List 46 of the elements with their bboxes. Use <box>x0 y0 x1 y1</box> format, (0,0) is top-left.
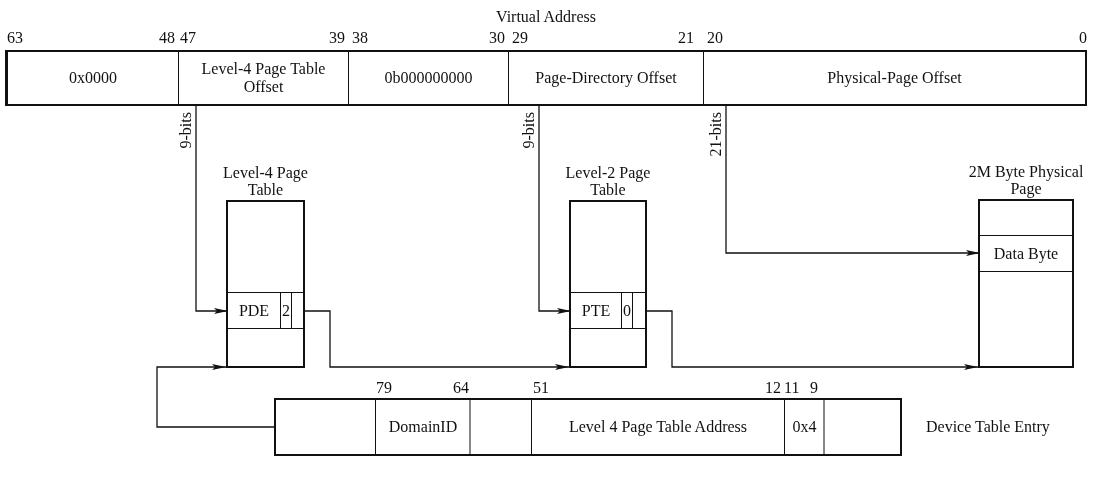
entry-value: 0 <box>621 293 633 328</box>
bit-number: 9 <box>810 380 818 396</box>
table-entry <box>571 292 645 329</box>
field-label: Physical-Page Offset <box>826 68 963 89</box>
entry-label: PTE <box>580 300 612 321</box>
table-entry <box>228 292 303 329</box>
field-label: 0b000000000 <box>383 68 474 89</box>
arrow <box>644 310 979 370</box>
bit-number: 38 <box>352 30 368 46</box>
entry-value: 2 <box>280 293 292 328</box>
edge-label: 9-bits <box>521 112 537 149</box>
edge-label: 9-bits <box>178 112 194 149</box>
edge-label: 21-bits <box>708 112 724 157</box>
bit-number: 12 <box>765 380 781 396</box>
arrow <box>195 103 229 314</box>
bit-number: 48 <box>159 30 175 46</box>
bit-number: 20 <box>707 30 723 46</box>
arrow <box>725 103 981 256</box>
bit-number: 51 <box>533 380 549 396</box>
field-label: DomainID <box>387 417 459 438</box>
heading: 2M Byte Physical Page <box>968 162 1084 198</box>
field-label: Data Byte <box>992 243 1060 265</box>
bit-number: 21 <box>678 30 694 46</box>
bit-number: 79 <box>376 380 392 396</box>
bit-number: 0 <box>1079 30 1087 46</box>
field-label: 0x0000 <box>68 68 118 89</box>
entry-label: PDE <box>237 300 271 321</box>
table-entry <box>980 235 1072 272</box>
heading: Level-4 Page Table <box>222 163 309 199</box>
field-label: 0x4 <box>791 417 818 438</box>
bit-number: 11 <box>784 380 800 396</box>
arrow <box>156 364 275 428</box>
field-label: Page-Directory Offset <box>534 68 678 89</box>
field-label: Level-4 Page Table Offset <box>200 59 327 97</box>
bit-number: 47 <box>180 30 196 46</box>
bit-number: 39 <box>329 30 345 46</box>
heading: Virtual Address <box>495 8 597 26</box>
bit-number: 29 <box>512 30 528 46</box>
bit-number: 63 <box>7 30 23 46</box>
heading: Level-2 Page Table <box>564 163 652 199</box>
bit-number: 64 <box>453 380 469 396</box>
arrow <box>302 310 570 370</box>
arrow <box>538 103 572 314</box>
entry-title: Device Table Entry <box>926 419 1050 435</box>
field-label: Level 4 Page Table Address <box>567 417 749 438</box>
bit-number: 30 <box>489 30 505 46</box>
